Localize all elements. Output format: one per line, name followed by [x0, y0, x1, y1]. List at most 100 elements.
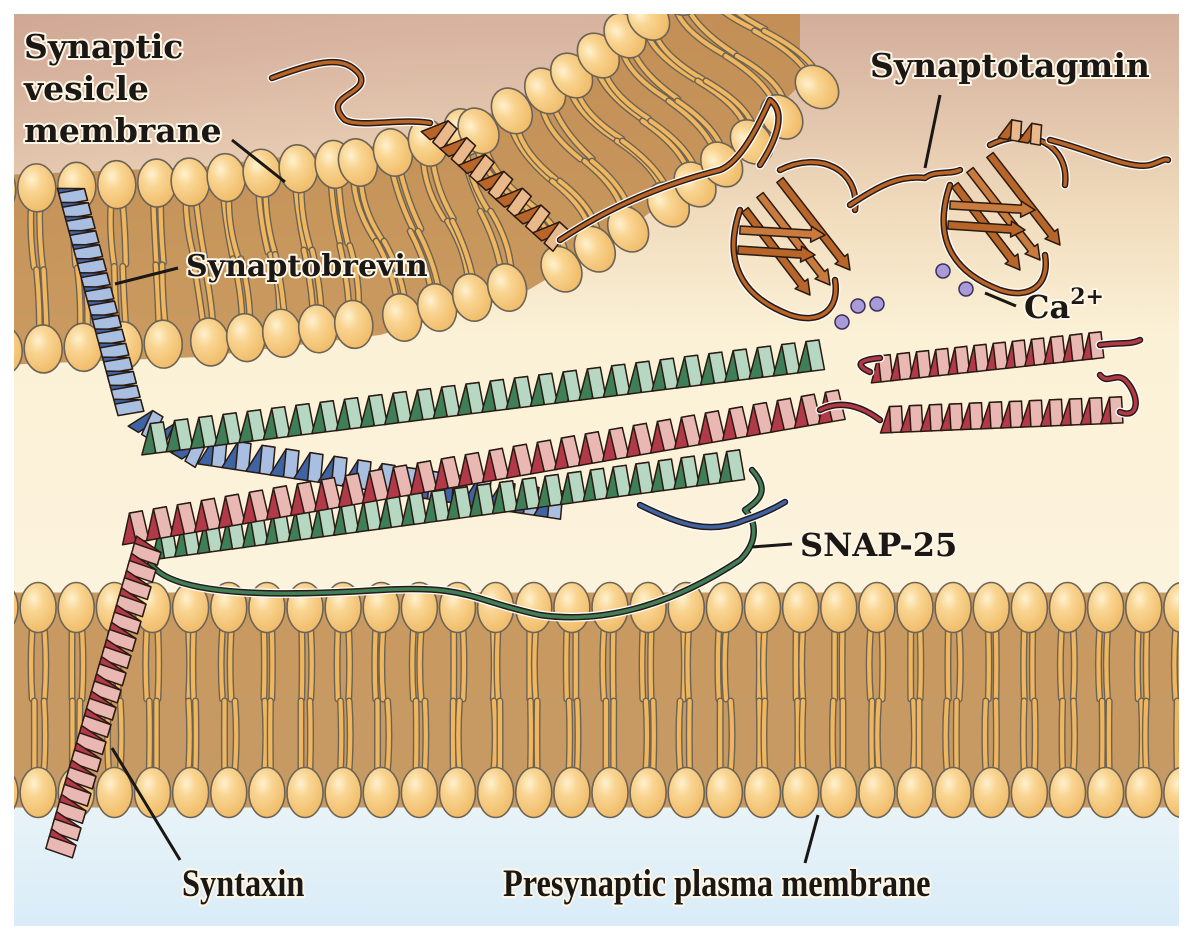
- label-calcium-symbol: Ca: [1024, 288, 1070, 326]
- calcium-ion: [834, 314, 850, 330]
- plasma-lipid-head: [896, 581, 934, 634]
- plasma-lipid-head: [362, 581, 401, 634]
- plasma-lipid-head: [858, 581, 896, 634]
- plasma-lipid-head: [934, 581, 972, 634]
- vesicle-lipid-head: [23, 324, 64, 374]
- plasma-lipid-heads: [14, 581, 1179, 819]
- synaptotagmin-c2a-domain: [729, 157, 860, 323]
- label-vesicle-membrane-line1: Synaptic: [24, 27, 183, 66]
- presynaptic-plasma-membrane: [14, 581, 1179, 819]
- plasma-lipid-head: [705, 581, 744, 634]
- vesicle-lipid-head: [486, 263, 528, 312]
- synaptotagmin-c2b-domain-beta-strand: [986, 151, 1061, 246]
- plasma-lipid-head: [781, 581, 820, 634]
- synaptotagmin-c2-linker: [848, 168, 962, 207]
- syntaxin-habc-helix-1-turn-front: [1028, 399, 1044, 428]
- snap25-helix-2: [151, 449, 746, 561]
- plasma-lipid-head: [972, 581, 1011, 634]
- plasma-lipid-head: [362, 766, 401, 819]
- syntaxin-habc-helix-1-turn-front: [948, 402, 964, 431]
- plasma-lipid-head: [57, 581, 96, 634]
- syntaxin-hairpin: [1098, 373, 1138, 416]
- plasma-lipid-head: [1163, 767, 1179, 818]
- syntaxin-habc-helix-1-turn-front: [888, 405, 904, 434]
- vesicle-tail-fill: [723, 14, 756, 32]
- label-vesicle-membrane-line2: vesicle: [23, 69, 149, 108]
- synaptotagmin-c2b-domain-beta-strand: [946, 220, 1026, 238]
- vesicle-lipid-head: [96, 159, 137, 210]
- plasma-lipid-head: [819, 766, 858, 819]
- plasma-lipid-head: [1124, 766, 1163, 819]
- synaptotagmin-c2b-domain-beta-strand: [966, 166, 1041, 261]
- plasma-lipid-head: [896, 766, 934, 819]
- vesicle-lipid-head: [14, 164, 17, 215]
- syntaxin-habc-helix-1-turn-front: [1048, 398, 1064, 427]
- leader-syntaxin: [110, 747, 182, 861]
- labels: Synaptic vesicle membrane Synaptotagmin …: [21, 25, 1152, 907]
- plasma-lipid-head: [591, 766, 629, 819]
- label-synaptobrevin: Synaptobrevin: [186, 249, 428, 284]
- snap25-linker: [148, 468, 764, 619]
- leader-lines: [110, 94, 1017, 864]
- syntaxin-habc-helix-1: [879, 396, 1124, 434]
- vesicle-tail-fill: [736, 14, 768, 32]
- synaptotagmin-c2a-domain-beta-strand: [736, 245, 816, 263]
- plasma-lipid-head: [1086, 581, 1125, 634]
- synaptotagmin-c2b-domain-beta-strand: [949, 200, 1036, 218]
- syntaxin-habc-helix-1-turn-front: [1088, 397, 1104, 425]
- protein-layer: [45, 57, 1173, 859]
- synaptotagmin-c2b-domain: [939, 132, 1070, 298]
- synaptobrevin-c-tail: [638, 500, 787, 529]
- synaptotagmin-tm-helix: [420, 120, 570, 252]
- synaptotagmin-tm-helix-turn-front: [543, 221, 570, 252]
- synaptotagmin-c2b-helix: [997, 119, 1043, 146]
- plasma-lipid-head: [1010, 581, 1049, 634]
- label-calcium: Ca2+: [1024, 284, 1104, 326]
- syntaxin-tm-helix: [45, 535, 162, 859]
- calcium-ion: [935, 263, 951, 279]
- plasma-lipid-head: [1010, 766, 1049, 819]
- plasma-lipid-head: [553, 766, 591, 819]
- syntaxin-habc-helix-1-turn-front: [1068, 397, 1084, 426]
- synaptotagmin-c2a-domain-beta-strand: [776, 176, 851, 271]
- vesicle-lipid-head: [14, 325, 24, 376]
- label-calcium-charge: 2+: [1070, 284, 1104, 310]
- label-syntaxin: Syntaxin: [182, 861, 304, 905]
- leader-plasma-membrane: [803, 814, 820, 864]
- plasma-lipid-head: [14, 775, 19, 810]
- syntaxin-habc-helix-2: [870, 331, 1105, 384]
- plasma-lipid-head: [400, 581, 439, 634]
- plasma-lipid-head: [19, 581, 57, 634]
- vesicle-tail-fill: [688, 14, 738, 57]
- synaptotagmin-c-tail: [1048, 138, 1170, 168]
- plasma-lipid-head: [781, 766, 820, 819]
- syntaxin-n-tail: [1098, 338, 1142, 347]
- leader-calcium: [984, 291, 1017, 308]
- syntaxin-habc-helix-1-turn-front: [908, 404, 924, 433]
- synaptotagmin-c2b-domain-loop-b: [988, 135, 1068, 187]
- leader-synaptotagmin: [923, 94, 942, 169]
- vesicle-lipid-head: [794, 64, 840, 110]
- plasma-lipid-head: [171, 766, 210, 819]
- plasma-lipid-head: [1048, 766, 1087, 819]
- synaptobrevin-tm-helix-turn-front: [114, 398, 145, 417]
- syntaxin-snare-helix: [121, 389, 846, 546]
- syntaxin-habc-helix-1-turn-front: [1008, 400, 1024, 429]
- plasma-lipid-head: [14, 590, 19, 625]
- syntaxin-habc-helix-1-turn-front: [988, 401, 1004, 430]
- plasma-lipid-head: [553, 581, 591, 634]
- plasma-lipid-head: [629, 766, 667, 819]
- plasma-lipid-head: [95, 766, 134, 819]
- plasma-lipid-head: [667, 766, 706, 819]
- synaptotagmin-n-tail: [270, 60, 432, 125]
- label-snap25: SNAP-25: [800, 526, 957, 564]
- vesicle-tail-fill: [675, 14, 726, 57]
- plasma-lipid-head: [934, 766, 972, 819]
- plasma-lipid-head: [476, 766, 515, 819]
- plasma-lipid-head: [858, 766, 896, 819]
- vesicle-lipid-head: [143, 319, 184, 369]
- plasma-lipid-head: [743, 766, 782, 819]
- syntaxin-linker: [818, 403, 882, 422]
- snap25-helix-2-turn-front: [725, 449, 746, 483]
- plasma-lipid-head: [400, 766, 439, 819]
